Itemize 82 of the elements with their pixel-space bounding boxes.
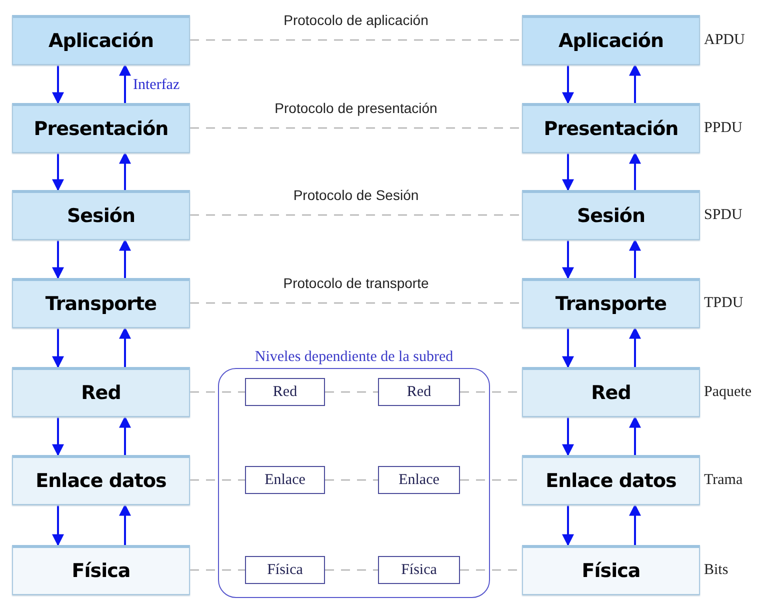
layer-box [378,556,460,584]
protocol-line [190,39,522,41]
layer-name: Sesión [66,204,136,229]
interface-arrow [562,505,574,546]
interface-arrow [119,416,131,455]
layer-box [12,367,190,417]
layer-box [12,190,190,240]
pdu-label: TPDU [704,294,744,313]
interface-arrow [629,152,641,190]
layer-box [522,367,700,417]
interface-arrow [629,504,641,545]
layer-name: Presentación [544,116,678,142]
pdu-label: APDU [704,31,745,50]
interface-arrow [629,326,641,367]
protocol-line [190,127,522,129]
interface-arrow [52,153,64,192]
layer-name: Transporte [555,292,667,317]
layer-name: Enlace [264,470,306,490]
layer-box [522,278,700,328]
layer-name: Enlace datos [36,468,166,494]
interface-arrow [562,328,574,368]
layer-box [245,466,325,494]
layer-name: Física [401,560,437,580]
interface-arrow [52,328,64,368]
interface-arrow [629,416,641,455]
pdu-label: Paquete [704,383,752,402]
interface-arrow [52,65,64,104]
pdu-label: Trama [704,471,743,490]
layer-name: Aplicación [558,28,664,54]
layer-box [378,466,460,494]
layer-box [522,190,700,240]
layer-name: Red [272,382,298,402]
interface-arrow [119,152,131,190]
layer-box [522,455,700,505]
interface-arrow [562,417,574,456]
layer-name: Red [81,380,121,406]
layer-box [378,378,460,406]
layer-box [12,455,190,505]
protocol-line [190,569,245,571]
pdu-label: SPDU [704,206,742,225]
layer-name: Enlace [398,470,440,490]
group-heading: Niveles dependiente de la subred [254,348,454,367]
layer-box [12,103,190,153]
layer-box [522,15,700,65]
interface-arrow [52,417,64,456]
layer-box [12,15,190,65]
protocol-line [325,479,378,481]
interface-arrow [119,238,131,278]
layer-box [245,378,325,406]
interface-arrow [562,153,574,192]
pdu-label: PPDU [704,119,742,138]
layer-name: Física [582,558,640,584]
interface-arrow [629,238,641,278]
layer-name: Red [406,382,432,402]
layer-name: Aplicación [48,28,154,54]
interface-arrow [119,64,131,103]
protocol-line [190,214,522,216]
layer-name: Física [267,560,303,580]
layer-box [12,545,190,595]
protocol-line [325,391,378,393]
pdu-label: Bits [704,561,728,580]
layer-name: Física [72,558,130,584]
layer-name: Enlace datos [546,468,676,494]
protocol-line [190,391,245,393]
protocol-line [325,569,378,571]
interface-arrow [119,504,131,545]
layer-box [245,556,325,584]
interface-arrow [562,240,574,280]
interface-arrow [52,240,64,280]
layer-name: Transporte [45,292,157,317]
interface-arrow [562,65,574,104]
layer-name: Presentación [34,116,168,142]
layer-box [522,103,700,153]
interface-arrow [629,64,641,103]
layer-name: Red [591,380,631,406]
layer-name: Sesión [576,204,646,229]
interface-arrow [119,326,131,367]
protocol-line [190,302,522,304]
interface-arrow [52,505,64,546]
protocol-line [190,479,245,481]
layer-box [12,278,190,328]
layer-box [522,545,700,595]
